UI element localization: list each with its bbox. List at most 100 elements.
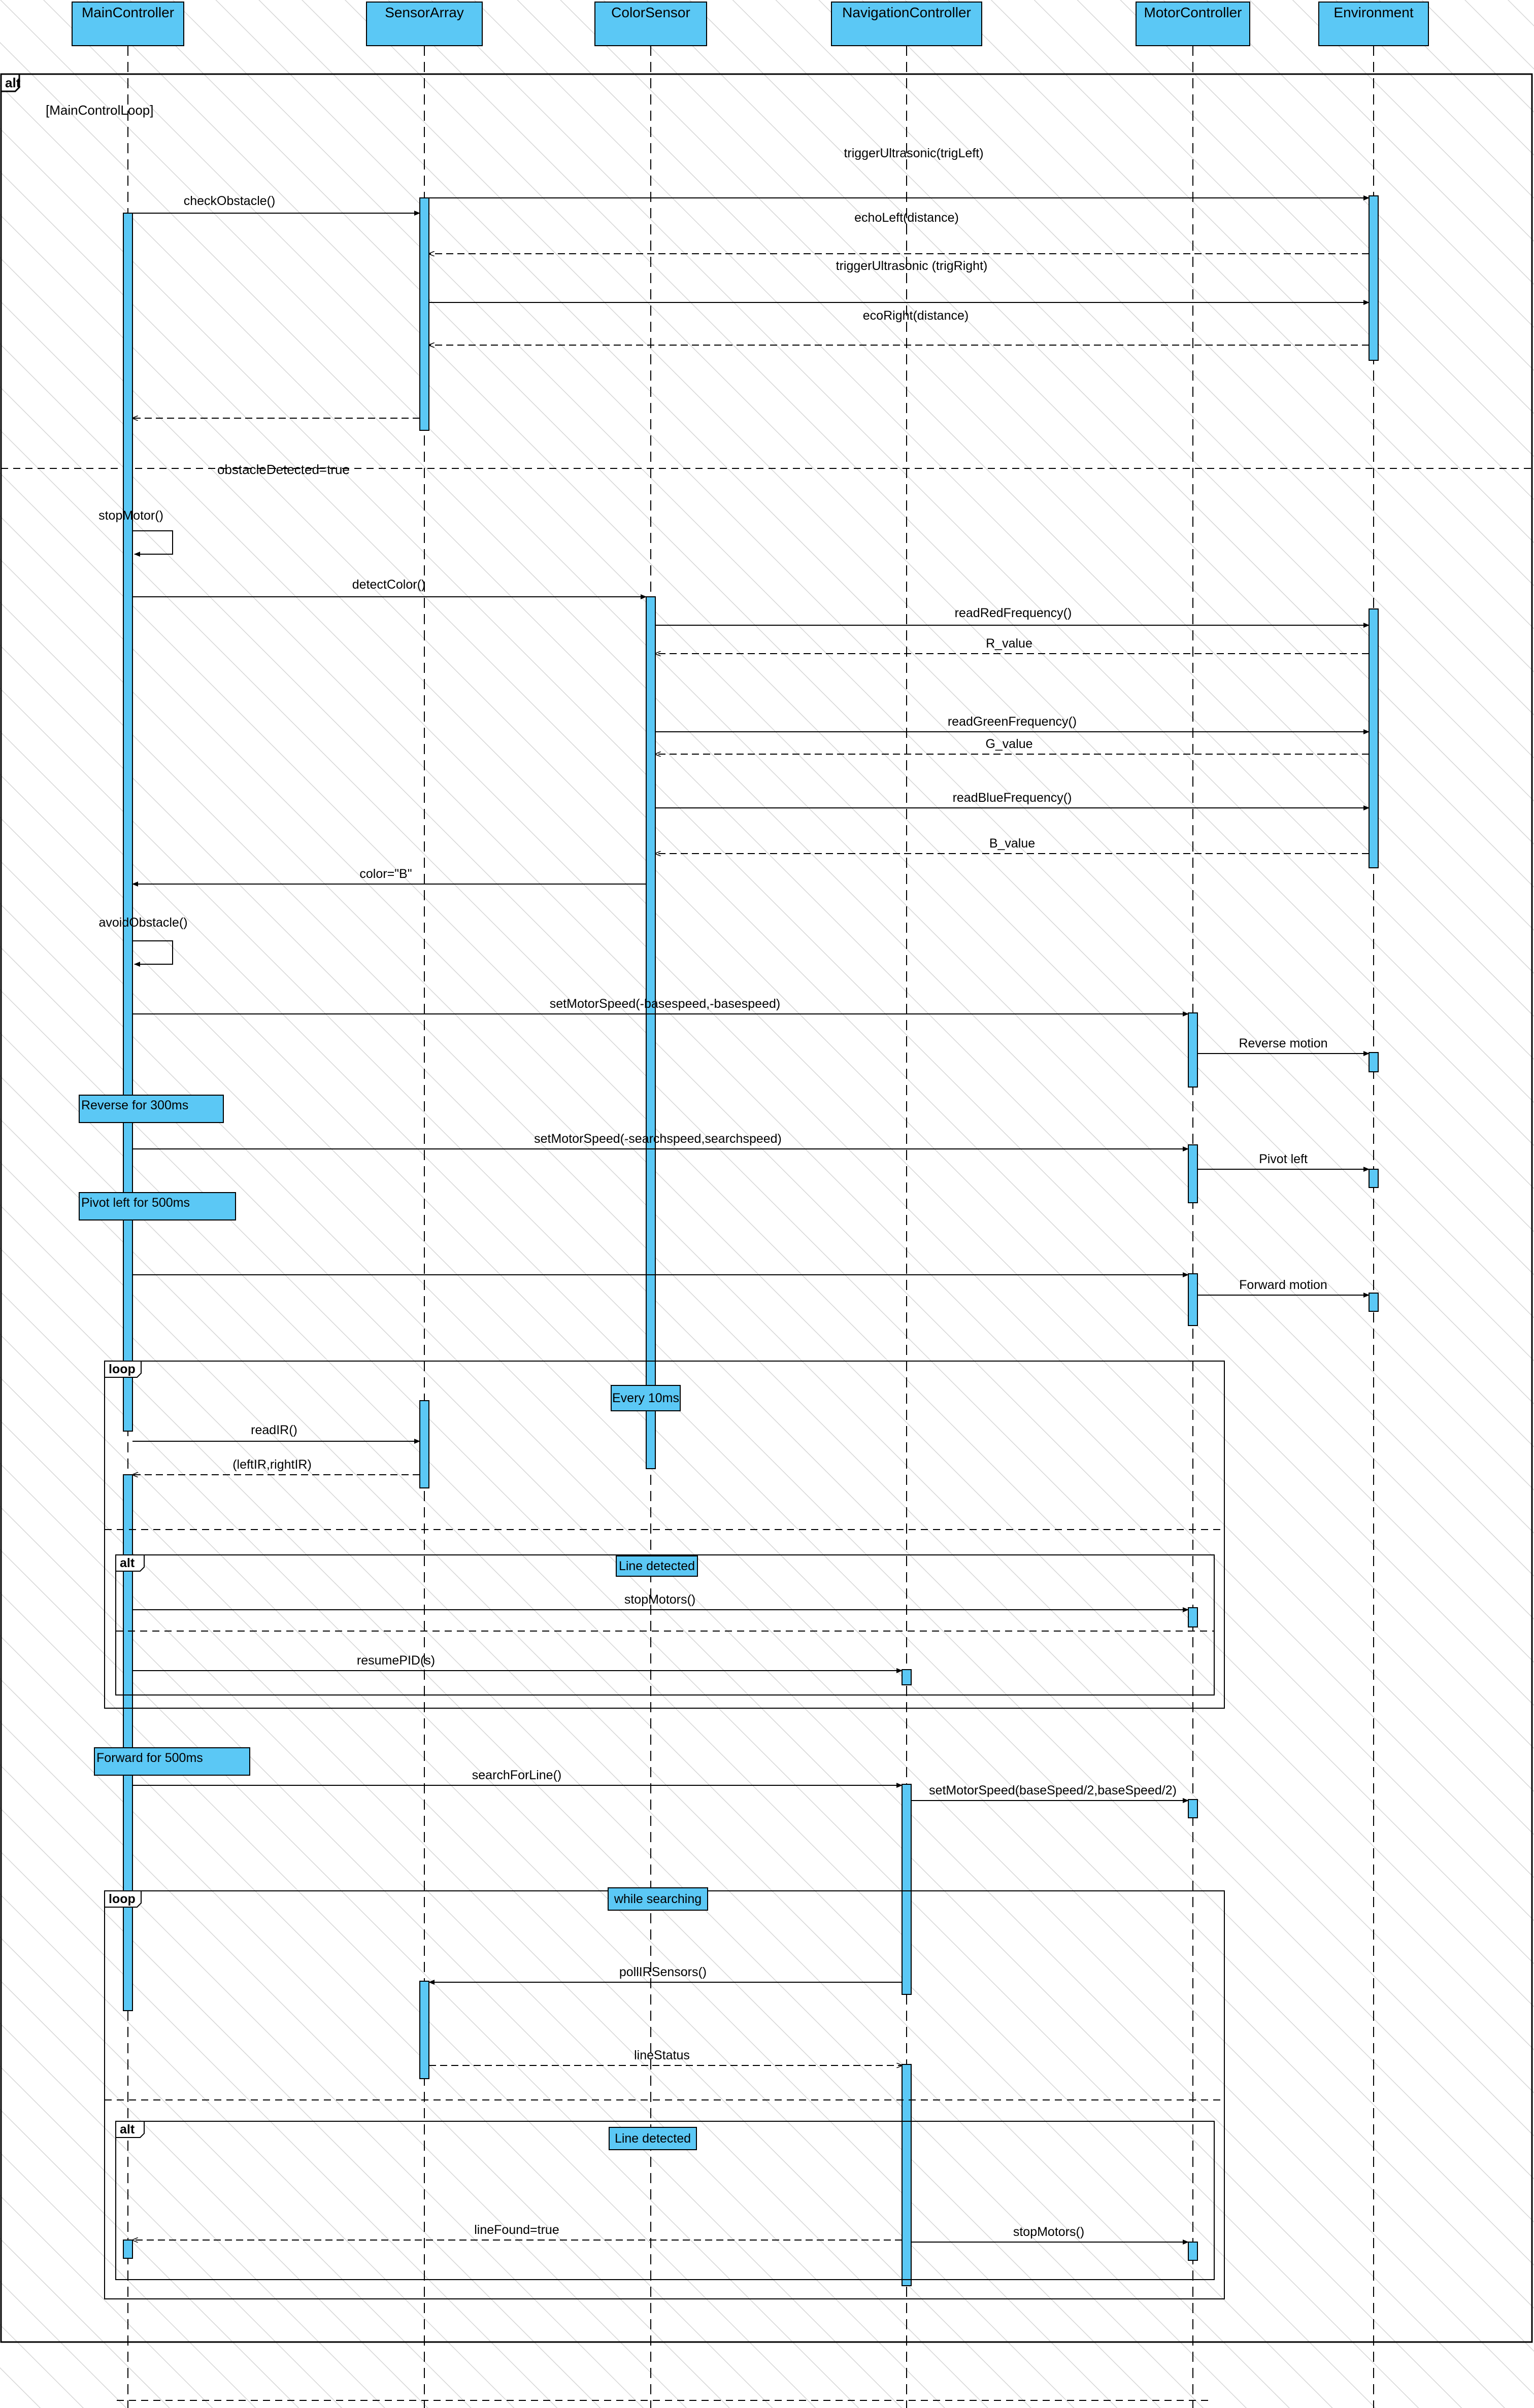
svg-text:Forward motion: Forward motion xyxy=(1239,1278,1327,1292)
participant-env[interactable]: Environment xyxy=(1318,2,1429,46)
svg-text:(leftIR,rightIR): (leftIR,rightIR) xyxy=(232,1457,312,1472)
svg-text:setMotorSpeed(-basespeed,-base: setMotorSpeed(-basespeed,-basespeed) xyxy=(550,997,780,1011)
svg-text:alt: alt xyxy=(120,2122,135,2136)
msg-set-motor-pivot: setMotorSpeed(-searchspeed,searchspeed) xyxy=(132,1132,1189,1151)
activation-bars xyxy=(123,195,1379,2286)
svg-text:lineStatus: lineStatus xyxy=(634,2048,690,2062)
svg-text:readBlueFrequency(): readBlueFrequency() xyxy=(953,791,1072,805)
msg-line-status: lineStatus xyxy=(429,2048,902,2065)
svg-text:MotorController: MotorController xyxy=(1144,5,1242,20)
activation-env-4 xyxy=(1369,1169,1379,1188)
svg-text:Environment: Environment xyxy=(1333,5,1413,20)
svg-text:detectColor(): detectColor() xyxy=(352,578,426,592)
msg-trigger-right: triggerUltrasonic (trigRight) xyxy=(429,259,1370,305)
msg-trigger-left: triggerUltrasonic(trigLeft) xyxy=(429,146,1370,200)
activation-sensor-1 xyxy=(419,197,429,431)
msg-pivot-left: Pivot left xyxy=(1197,1152,1370,1172)
msg-search-for-line: searchForLine() xyxy=(132,1768,903,1788)
activation-motor-6 xyxy=(1188,2242,1198,2261)
note-reverse: Reverse for 300ms xyxy=(79,1095,224,1123)
activation-main-3 xyxy=(123,2240,133,2259)
outer-alt-guard: [MainControlLoop] xyxy=(46,103,153,118)
alt2-note: Line detected xyxy=(615,2131,691,2146)
outer-alt-operator: alt xyxy=(5,75,21,90)
msg-g-value: G_value xyxy=(655,737,1369,754)
svg-text:MainController: MainController xyxy=(82,5,174,20)
svg-text:checkObstacle(): checkObstacle() xyxy=(184,194,276,208)
svg-text:readRedFrequency(): readRedFrequency() xyxy=(955,606,1072,620)
svg-text:triggerUltrasonic(trigLeft): triggerUltrasonic(trigLeft) xyxy=(844,146,983,160)
loop1-fragment: loop Every 10ms xyxy=(104,1361,1225,1709)
participant-heads: MainController SensorArray ColorSensor N… xyxy=(72,2,1429,46)
messages: triggerUltrasonic(trigLeft) checkObstacl… xyxy=(98,146,1370,2245)
msg-check-obstacle: checkObstacle() xyxy=(132,194,420,216)
alt2-fragment: alt Line detected xyxy=(115,2121,1215,2280)
activation-nav-3 xyxy=(902,2064,912,2286)
msg-read-ir: readIR() xyxy=(132,1423,420,1444)
msg-r-value: R_value xyxy=(655,636,1369,654)
svg-text:G_value: G_value xyxy=(985,737,1032,751)
svg-text:stopMotors(): stopMotors() xyxy=(1013,2225,1084,2239)
msg-resume-pid: resumePID(s) xyxy=(132,1653,903,1673)
activation-nav-1 xyxy=(902,1669,912,1685)
msg-ir-values: (leftIR,rightIR) xyxy=(132,1457,420,1475)
activation-env-1 xyxy=(1369,195,1379,361)
svg-text:loop: loop xyxy=(109,1892,136,1906)
svg-text:resumePID(s): resumePID(s) xyxy=(357,1653,435,1668)
msg-read-blue: readBlueFrequency() xyxy=(655,791,1370,810)
msg-eco-right: ecoRight(distance) xyxy=(429,309,1369,345)
svg-text:R_value: R_value xyxy=(986,636,1032,651)
svg-text:lineFound=true: lineFound=true xyxy=(474,2223,559,2237)
activation-motor-4 xyxy=(1188,1607,1198,1627)
svg-text:setMotorSpeed(baseSpeed/2,base: setMotorSpeed(baseSpeed/2,baseSpeed/2) xyxy=(929,1783,1177,1797)
msg-set-motor-half: setMotorSpeed(baseSpeed/2,baseSpeed/2) xyxy=(911,1783,1189,1803)
participant-color[interactable]: ColorSensor xyxy=(594,2,707,46)
msg-forward-motion: Forward motion xyxy=(1197,1278,1370,1298)
svg-text:readIR(): readIR() xyxy=(251,1423,297,1437)
alt1-fragment: alt Line detected xyxy=(115,1554,1215,1695)
loop2-fragment: loop while searching xyxy=(104,1887,1225,2299)
outer-alt-separator-label: obstacleDetected=true xyxy=(217,462,350,477)
activation-main-1 xyxy=(123,213,133,1432)
msg-line-found: lineFound=true xyxy=(132,2223,902,2240)
outer-alt-fragment: alt [MainControlLoop] obstacleDetected=t… xyxy=(0,73,1533,2343)
msg-reverse-motion: Reverse motion xyxy=(1197,1036,1370,1056)
msg-echo-left: echoLeft(distance) xyxy=(429,211,1369,254)
svg-text:searchForLine(): searchForLine() xyxy=(472,1768,561,1782)
msg-detect-color: detectColor() xyxy=(132,578,647,599)
msg-stop-motors-1: stopMotors() xyxy=(132,1592,1189,1612)
activation-motor-1 xyxy=(1188,1012,1198,1088)
activation-motor-2 xyxy=(1188,1144,1198,1203)
svg-text:ecoRight(distance): ecoRight(distance) xyxy=(863,309,969,323)
msg-read-red: readRedFrequency() xyxy=(655,606,1370,628)
svg-text:color="B": color="B" xyxy=(359,867,412,881)
msg-set-motor-reverse: setMotorSpeed(-basespeed,-basespeed) xyxy=(132,997,1189,1016)
participant-nav[interactable]: NavigationController xyxy=(831,2,982,46)
svg-text:NavigationController: NavigationController xyxy=(842,5,971,20)
participant-sensor[interactable]: SensorArray xyxy=(366,2,483,46)
activation-color-1 xyxy=(646,596,656,1469)
activation-env-3 xyxy=(1369,1052,1379,1072)
note-forward: Forward for 500ms xyxy=(94,1747,250,1776)
svg-text:triggerUltrasonic (trigRight): triggerUltrasonic (trigRight) xyxy=(836,259,988,273)
svg-text:stopMotor(): stopMotor() xyxy=(98,508,163,523)
participant-main[interactable]: MainController xyxy=(72,2,184,46)
msg-read-green: readGreenFrequency() xyxy=(655,715,1370,734)
msg-poll-ir-sensors: pollIRSensors() xyxy=(428,1965,902,1985)
svg-text:loop: loop xyxy=(109,1362,136,1376)
activation-nav-2 xyxy=(902,1784,912,1995)
loop1-note: Every 10ms xyxy=(612,1391,679,1405)
activation-sensor-2 xyxy=(419,1400,429,1488)
svg-text:alt: alt xyxy=(120,1556,135,1570)
svg-text:SensorArray: SensorArray xyxy=(385,5,464,20)
svg-text:Reverse motion: Reverse motion xyxy=(1239,1036,1327,1050)
msg-color-result: color="B" xyxy=(132,867,646,887)
activation-motor-3 xyxy=(1188,1273,1198,1326)
svg-text:Forward for 500ms: Forward for 500ms xyxy=(96,1751,203,1765)
notes: Reverse for 300ms Pivot left for 500ms F… xyxy=(79,1095,250,1776)
svg-text:stopMotors(): stopMotors() xyxy=(624,1592,695,1607)
participant-motor[interactable]: MotorController xyxy=(1136,2,1250,46)
msg-stop-motors-2: stopMotors() xyxy=(911,2225,1189,2245)
activation-main-2 xyxy=(123,1474,133,2011)
